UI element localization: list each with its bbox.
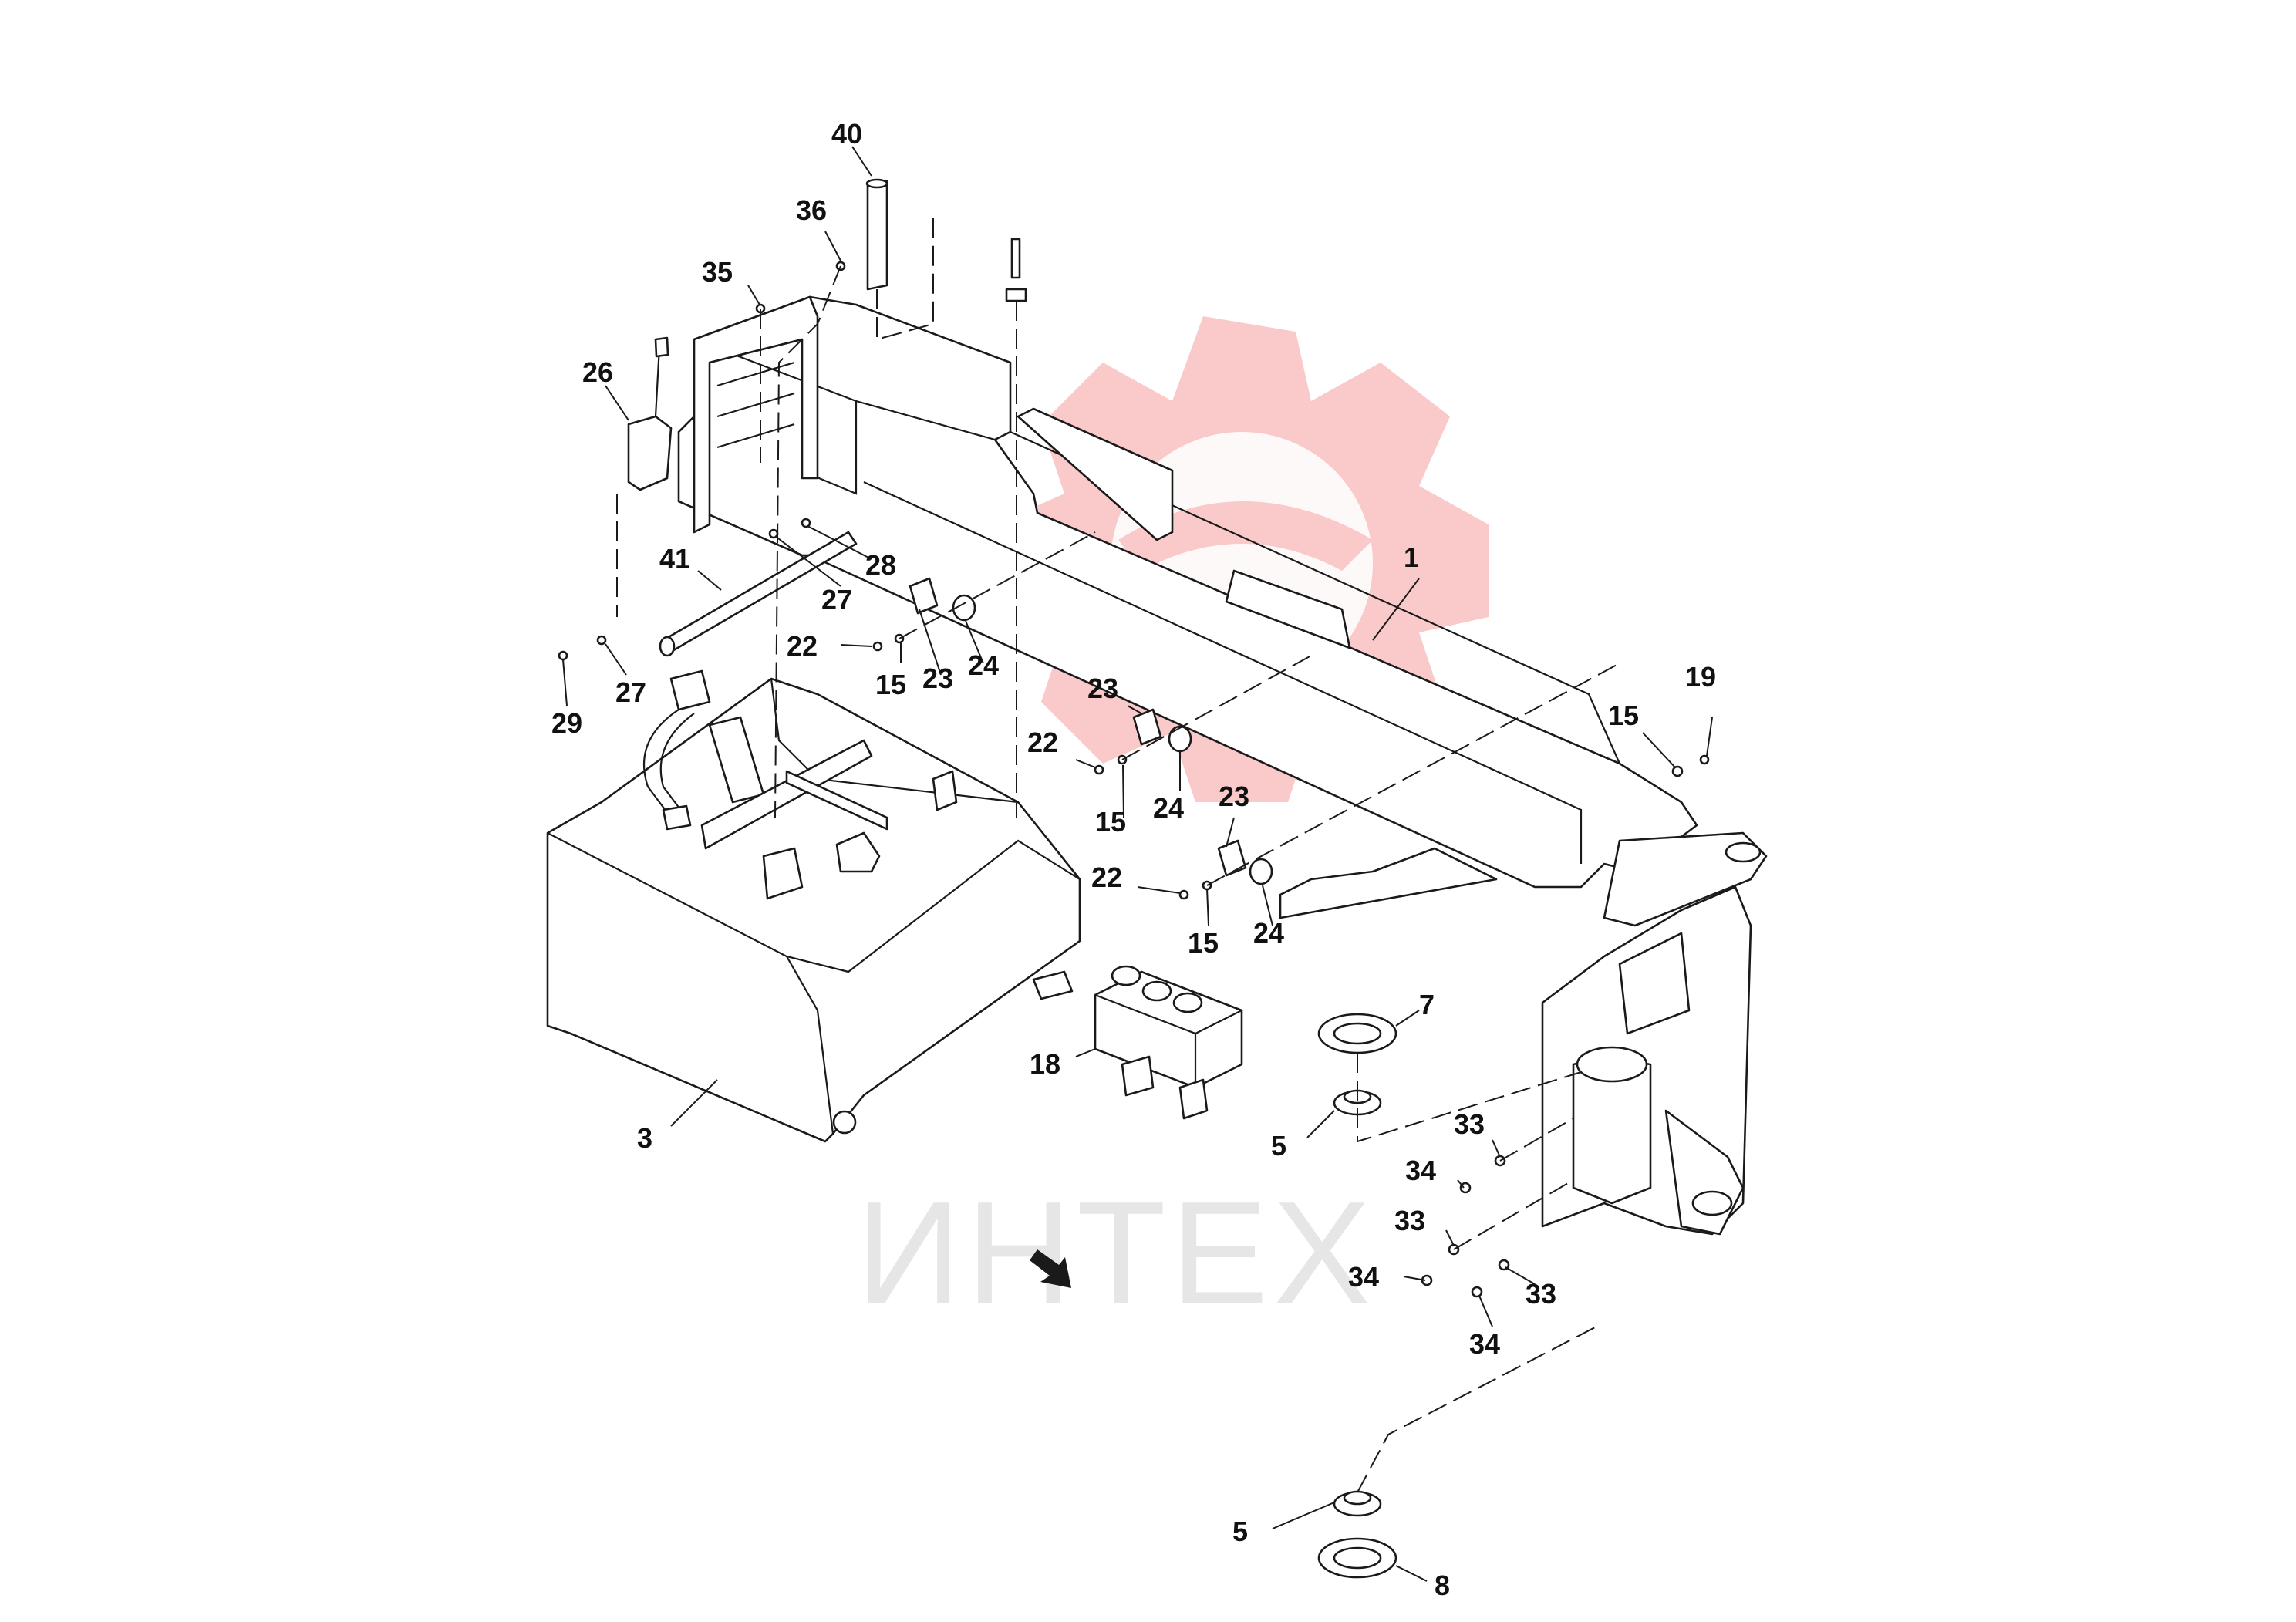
callout-24a: 24 [968, 649, 999, 681]
callout-8: 8 [1435, 1570, 1450, 1601]
callout-19: 19 [1685, 661, 1716, 693]
callout-3: 3 [637, 1122, 652, 1154]
callout-29: 29 [551, 707, 582, 739]
callout-22b: 22 [1027, 727, 1058, 758]
callout-35: 35 [702, 256, 733, 288]
callout-24c: 24 [1253, 917, 1284, 949]
arrow-icon [1030, 1249, 1071, 1288]
callout-7: 7 [1419, 989, 1435, 1020]
valve-block [1094, 965, 1243, 1120]
left-bracket [693, 295, 819, 534]
callout-15c: 15 [1608, 700, 1639, 731]
callout-33a: 33 [1454, 1108, 1485, 1140]
callout-22c: 22 [1091, 862, 1122, 893]
callout-36: 36 [796, 194, 827, 226]
callout-1: 1 [1404, 541, 1419, 573]
callout-26: 26 [582, 356, 613, 388]
bushing-5-upper [1333, 1089, 1382, 1116]
callout-15a: 15 [875, 669, 906, 700]
callout-41: 41 [659, 543, 690, 575]
callout-23a: 23 [922, 663, 953, 694]
callout-labels: 40 36 35 26 28 41 27 22 15 23 24 27 29 1… [551, 118, 1716, 1601]
callout-34c: 34 [1469, 1328, 1500, 1360]
callout-5a: 5 [1271, 1130, 1286, 1162]
watermark-text: ИНТЕХ [856, 1172, 1375, 1335]
assembly-lines [616, 216, 1620, 1493]
callout-27b: 27 [615, 676, 646, 708]
callout-22a: 22 [787, 630, 818, 662]
callout-40: 40 [831, 118, 862, 150]
leader-lines [562, 146, 1713, 1582]
callout-18: 18 [1030, 1048, 1060, 1080]
callout-34b: 34 [1348, 1261, 1379, 1293]
callout-24b: 24 [1153, 792, 1184, 824]
callout-28: 28 [865, 549, 896, 581]
callout-15b: 15 [1095, 806, 1126, 838]
washer-8 [1317, 1537, 1397, 1579]
callout-34a: 34 [1405, 1155, 1436, 1186]
bushing-5-lower [1333, 1490, 1382, 1517]
callout-23c: 23 [1219, 781, 1249, 812]
fuel-tank [546, 669, 1081, 1143]
tube-part-40 [865, 178, 888, 291]
callout-33c: 33 [1526, 1278, 1556, 1310]
washer-7 [1317, 1013, 1397, 1054]
main-frame [677, 295, 1768, 1236]
callout-33b: 33 [1394, 1205, 1425, 1236]
callout-15d: 15 [1188, 927, 1219, 959]
callout-23b: 23 [1087, 673, 1118, 704]
callout-5b: 5 [1232, 1516, 1248, 1547]
hardware [558, 238, 1710, 1298]
callout-27a: 27 [821, 584, 852, 615]
switch-part-26 [627, 336, 673, 491]
